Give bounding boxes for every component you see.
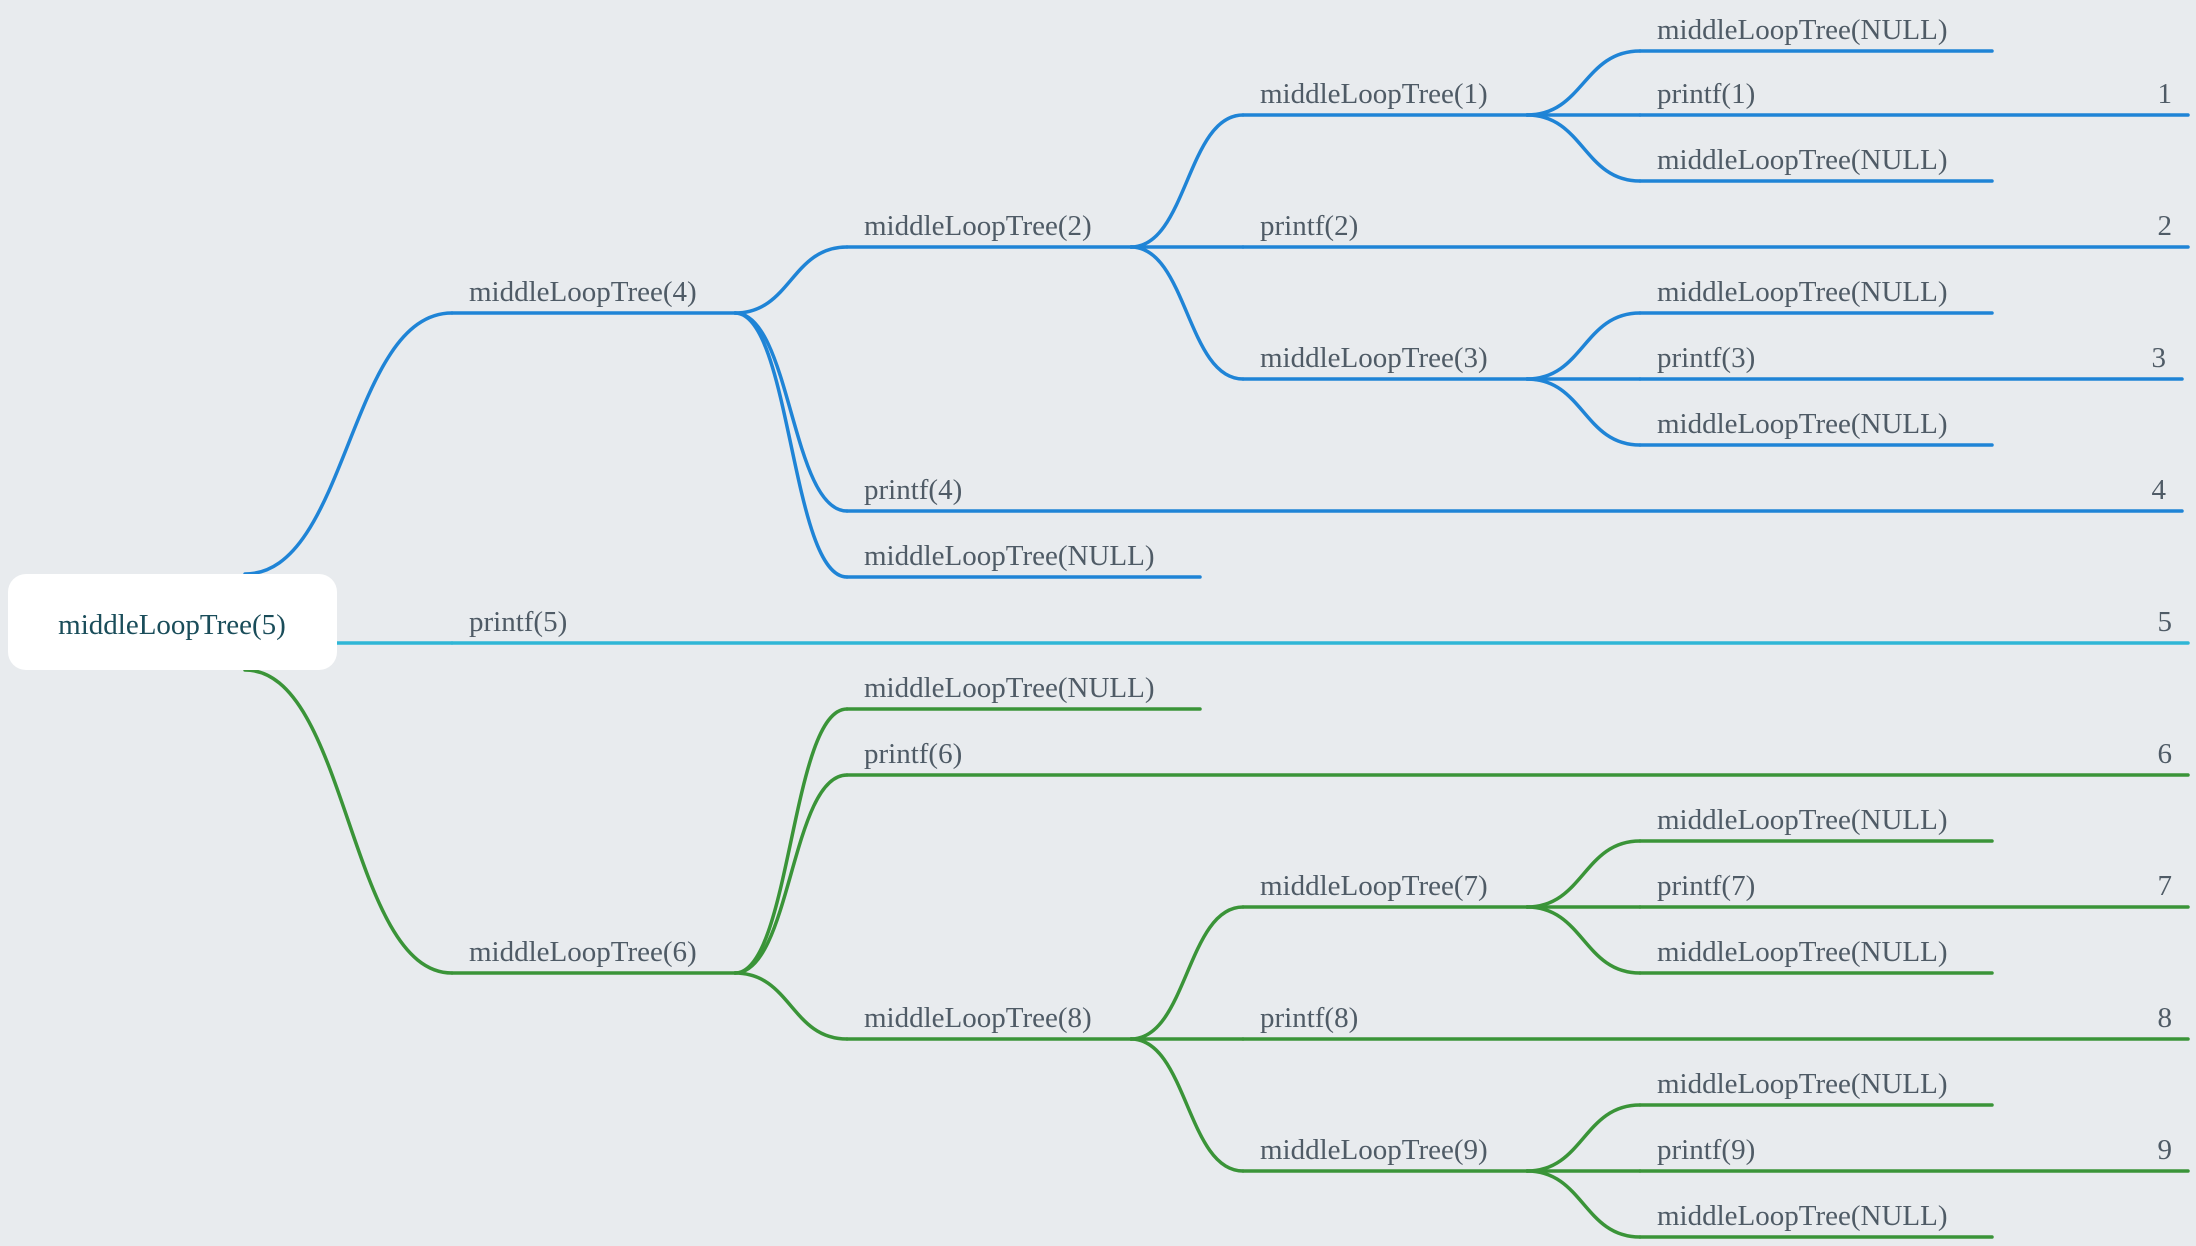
output-value-p8: 8 [2158, 1002, 2173, 1034]
connector-n4b [733, 311, 849, 579]
node-label-p4[interactable]: printf(4) [864, 474, 962, 506]
output-value-p1: 1 [2158, 78, 2173, 110]
node-label-n9b[interactable]: middleLoopTree(NULL) [1657, 1200, 1947, 1232]
node-label-n9a[interactable]: middleLoopTree(NULL) [1657, 1068, 1947, 1100]
connector-n3 [1129, 245, 1245, 381]
node-label-p7[interactable]: printf(7) [1657, 870, 1755, 902]
connector-p6 [733, 773, 849, 975]
connector-n1a [1525, 49, 1642, 117]
node-label-n8[interactable]: middleLoopTree(8) [864, 1002, 1092, 1034]
root-node[interactable]: middleLoopTree(5) [8, 574, 337, 670]
node-label-n4b[interactable]: middleLoopTree(NULL) [864, 540, 1154, 572]
node-label-n7[interactable]: middleLoopTree(7) [1260, 870, 1488, 902]
output-value-p4: 4 [2152, 474, 2167, 506]
output-value-p9: 9 [2158, 1134, 2173, 1166]
node-label-p9[interactable]: printf(9) [1657, 1134, 1755, 1166]
node-label-n6a[interactable]: middleLoopTree(NULL) [864, 672, 1154, 704]
connector-n9a [1525, 1103, 1642, 1173]
output-value-p7: 7 [2158, 870, 2173, 902]
node-label-p6[interactable]: printf(6) [864, 738, 962, 770]
node-label-p5[interactable]: printf(5) [469, 606, 567, 638]
connector-n3b [1525, 377, 1642, 447]
node-label-p3[interactable]: printf(3) [1657, 342, 1755, 374]
root-node-label: middleLoopTree(5) [58, 609, 286, 641]
connector-n2 [733, 245, 849, 315]
connector-n1b [1525, 113, 1642, 183]
connector-n7a [1525, 839, 1642, 909]
connector-n4 [243, 311, 454, 576]
node-labels: middleLoopTree(4) middleLoopTree(2) middle… [469, 14, 1947, 1232]
connector-n6a [733, 707, 849, 975]
node-label-n6[interactable]: middleLoopTree(6) [469, 936, 697, 968]
connector-n7b [1525, 905, 1642, 975]
output-value-p5: 5 [2158, 606, 2173, 638]
node-label-p2[interactable]: printf(2) [1260, 210, 1358, 242]
connector-p4 [733, 311, 849, 513]
connector-n3a [1525, 311, 1642, 381]
node-label-n3b[interactable]: middleLoopTree(NULL) [1657, 408, 1947, 440]
node-label-p8[interactable]: printf(8) [1260, 1002, 1358, 1034]
output-value-p2: 2 [2158, 210, 2173, 242]
node-label-n9[interactable]: middleLoopTree(9) [1260, 1134, 1488, 1166]
node-label-n1a[interactable]: middleLoopTree(NULL) [1657, 14, 1947, 46]
node-label-n3[interactable]: middleLoopTree(3) [1260, 342, 1488, 374]
node-label-n2[interactable]: middleLoopTree(2) [864, 210, 1092, 242]
node-label-n7a[interactable]: middleLoopTree(NULL) [1657, 804, 1947, 836]
output-value-p3: 3 [2152, 342, 2167, 374]
connector-n8 [733, 971, 849, 1041]
connector-n1 [1129, 113, 1245, 249]
printed-outputs: 1 2 3 4 5 6 7 8 9 [2152, 78, 2173, 1166]
node-label-n1b[interactable]: middleLoopTree(NULL) [1657, 144, 1947, 176]
output-value-p6: 6 [2158, 738, 2173, 770]
connector-n9 [1129, 1037, 1245, 1173]
node-label-n1[interactable]: middleLoopTree(1) [1260, 78, 1488, 110]
node-label-p1[interactable]: printf(1) [1657, 78, 1755, 110]
node-label-n4[interactable]: middleLoopTree(4) [469, 276, 697, 308]
connector-n6 [243, 668, 454, 975]
connector-lines [243, 49, 1642, 1239]
node-label-n7b[interactable]: middleLoopTree(NULL) [1657, 936, 1947, 968]
connector-n7 [1129, 905, 1245, 1041]
connector-n9b [1525, 1169, 1642, 1239]
node-underlines [450, 49, 2190, 1239]
node-label-n3a[interactable]: middleLoopTree(NULL) [1657, 276, 1947, 308]
root-node-box [8, 574, 337, 670]
